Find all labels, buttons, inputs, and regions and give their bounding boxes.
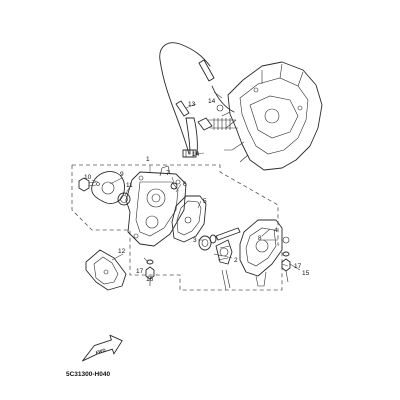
part-number-4: 4 xyxy=(274,227,278,234)
part-number-8: 8 xyxy=(258,235,262,242)
hose-and-clamp-wire xyxy=(159,42,235,155)
shaft-bearing xyxy=(198,234,217,251)
part-number-3: 3 xyxy=(193,237,197,244)
washer-8 xyxy=(170,182,178,190)
part-number-2: 2 xyxy=(234,257,238,264)
part-number-16: 16 xyxy=(146,276,154,283)
diagram-code: 5C31300-H040 xyxy=(66,371,110,378)
gasket-5 xyxy=(171,195,207,243)
bolts-15-17 xyxy=(281,236,291,283)
part-number-12: 12 xyxy=(118,248,126,255)
fwd-arrow-icon: FWD xyxy=(82,334,123,362)
pump-housing xyxy=(125,165,187,247)
cover-12 xyxy=(85,249,127,291)
fwd-label: FWD xyxy=(95,347,107,355)
part-number-17-right: 17 xyxy=(294,263,302,270)
part-number-15: 15 xyxy=(302,270,310,277)
part-number-14-upper: 14 xyxy=(208,98,216,105)
part-number-6: 6 xyxy=(183,181,187,188)
part-number-10: 10 xyxy=(84,174,92,181)
part-number-9: 9 xyxy=(120,171,124,178)
part-number-17-left: 17 xyxy=(136,268,144,275)
cover-plate-9 xyxy=(91,171,125,204)
hose-joint xyxy=(197,104,238,131)
seal-11 xyxy=(117,192,131,206)
part-number-14-lower: 14 xyxy=(192,151,200,158)
bolts-16-17 xyxy=(145,259,155,286)
pump-cover-4 xyxy=(239,219,283,287)
part-number-1: 1 xyxy=(146,156,150,163)
part-number-13: 13 xyxy=(188,101,196,108)
part-number-5: 5 xyxy=(203,198,207,205)
engine-cover-illustration xyxy=(221,61,323,171)
part-number-7: 7 xyxy=(166,170,170,177)
clamp-part-14 xyxy=(182,149,197,158)
leader-lines xyxy=(91,91,301,278)
part-number-11: 11 xyxy=(126,182,133,189)
assembly-boundary xyxy=(71,164,283,291)
